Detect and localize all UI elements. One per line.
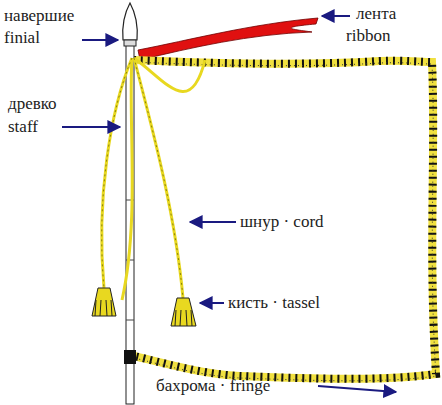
part-label: finial xyxy=(4,28,40,48)
fringe xyxy=(134,60,436,381)
part-label: ribbon xyxy=(346,26,390,46)
leader-arrow xyxy=(62,16,396,392)
part-label: кисть · tassel xyxy=(228,293,320,313)
part-label: шнур · cord xyxy=(240,212,324,232)
part-label: лента xyxy=(356,4,396,24)
part-label: древко xyxy=(8,94,57,114)
part-label: бахрома · fringe xyxy=(156,376,270,396)
part-label: staff xyxy=(8,117,38,137)
finial xyxy=(123,3,137,40)
cord xyxy=(102,58,205,300)
tassel xyxy=(92,288,196,326)
ribbon xyxy=(138,18,318,60)
staff-band xyxy=(124,350,136,364)
part-label: навершие xyxy=(4,6,74,26)
